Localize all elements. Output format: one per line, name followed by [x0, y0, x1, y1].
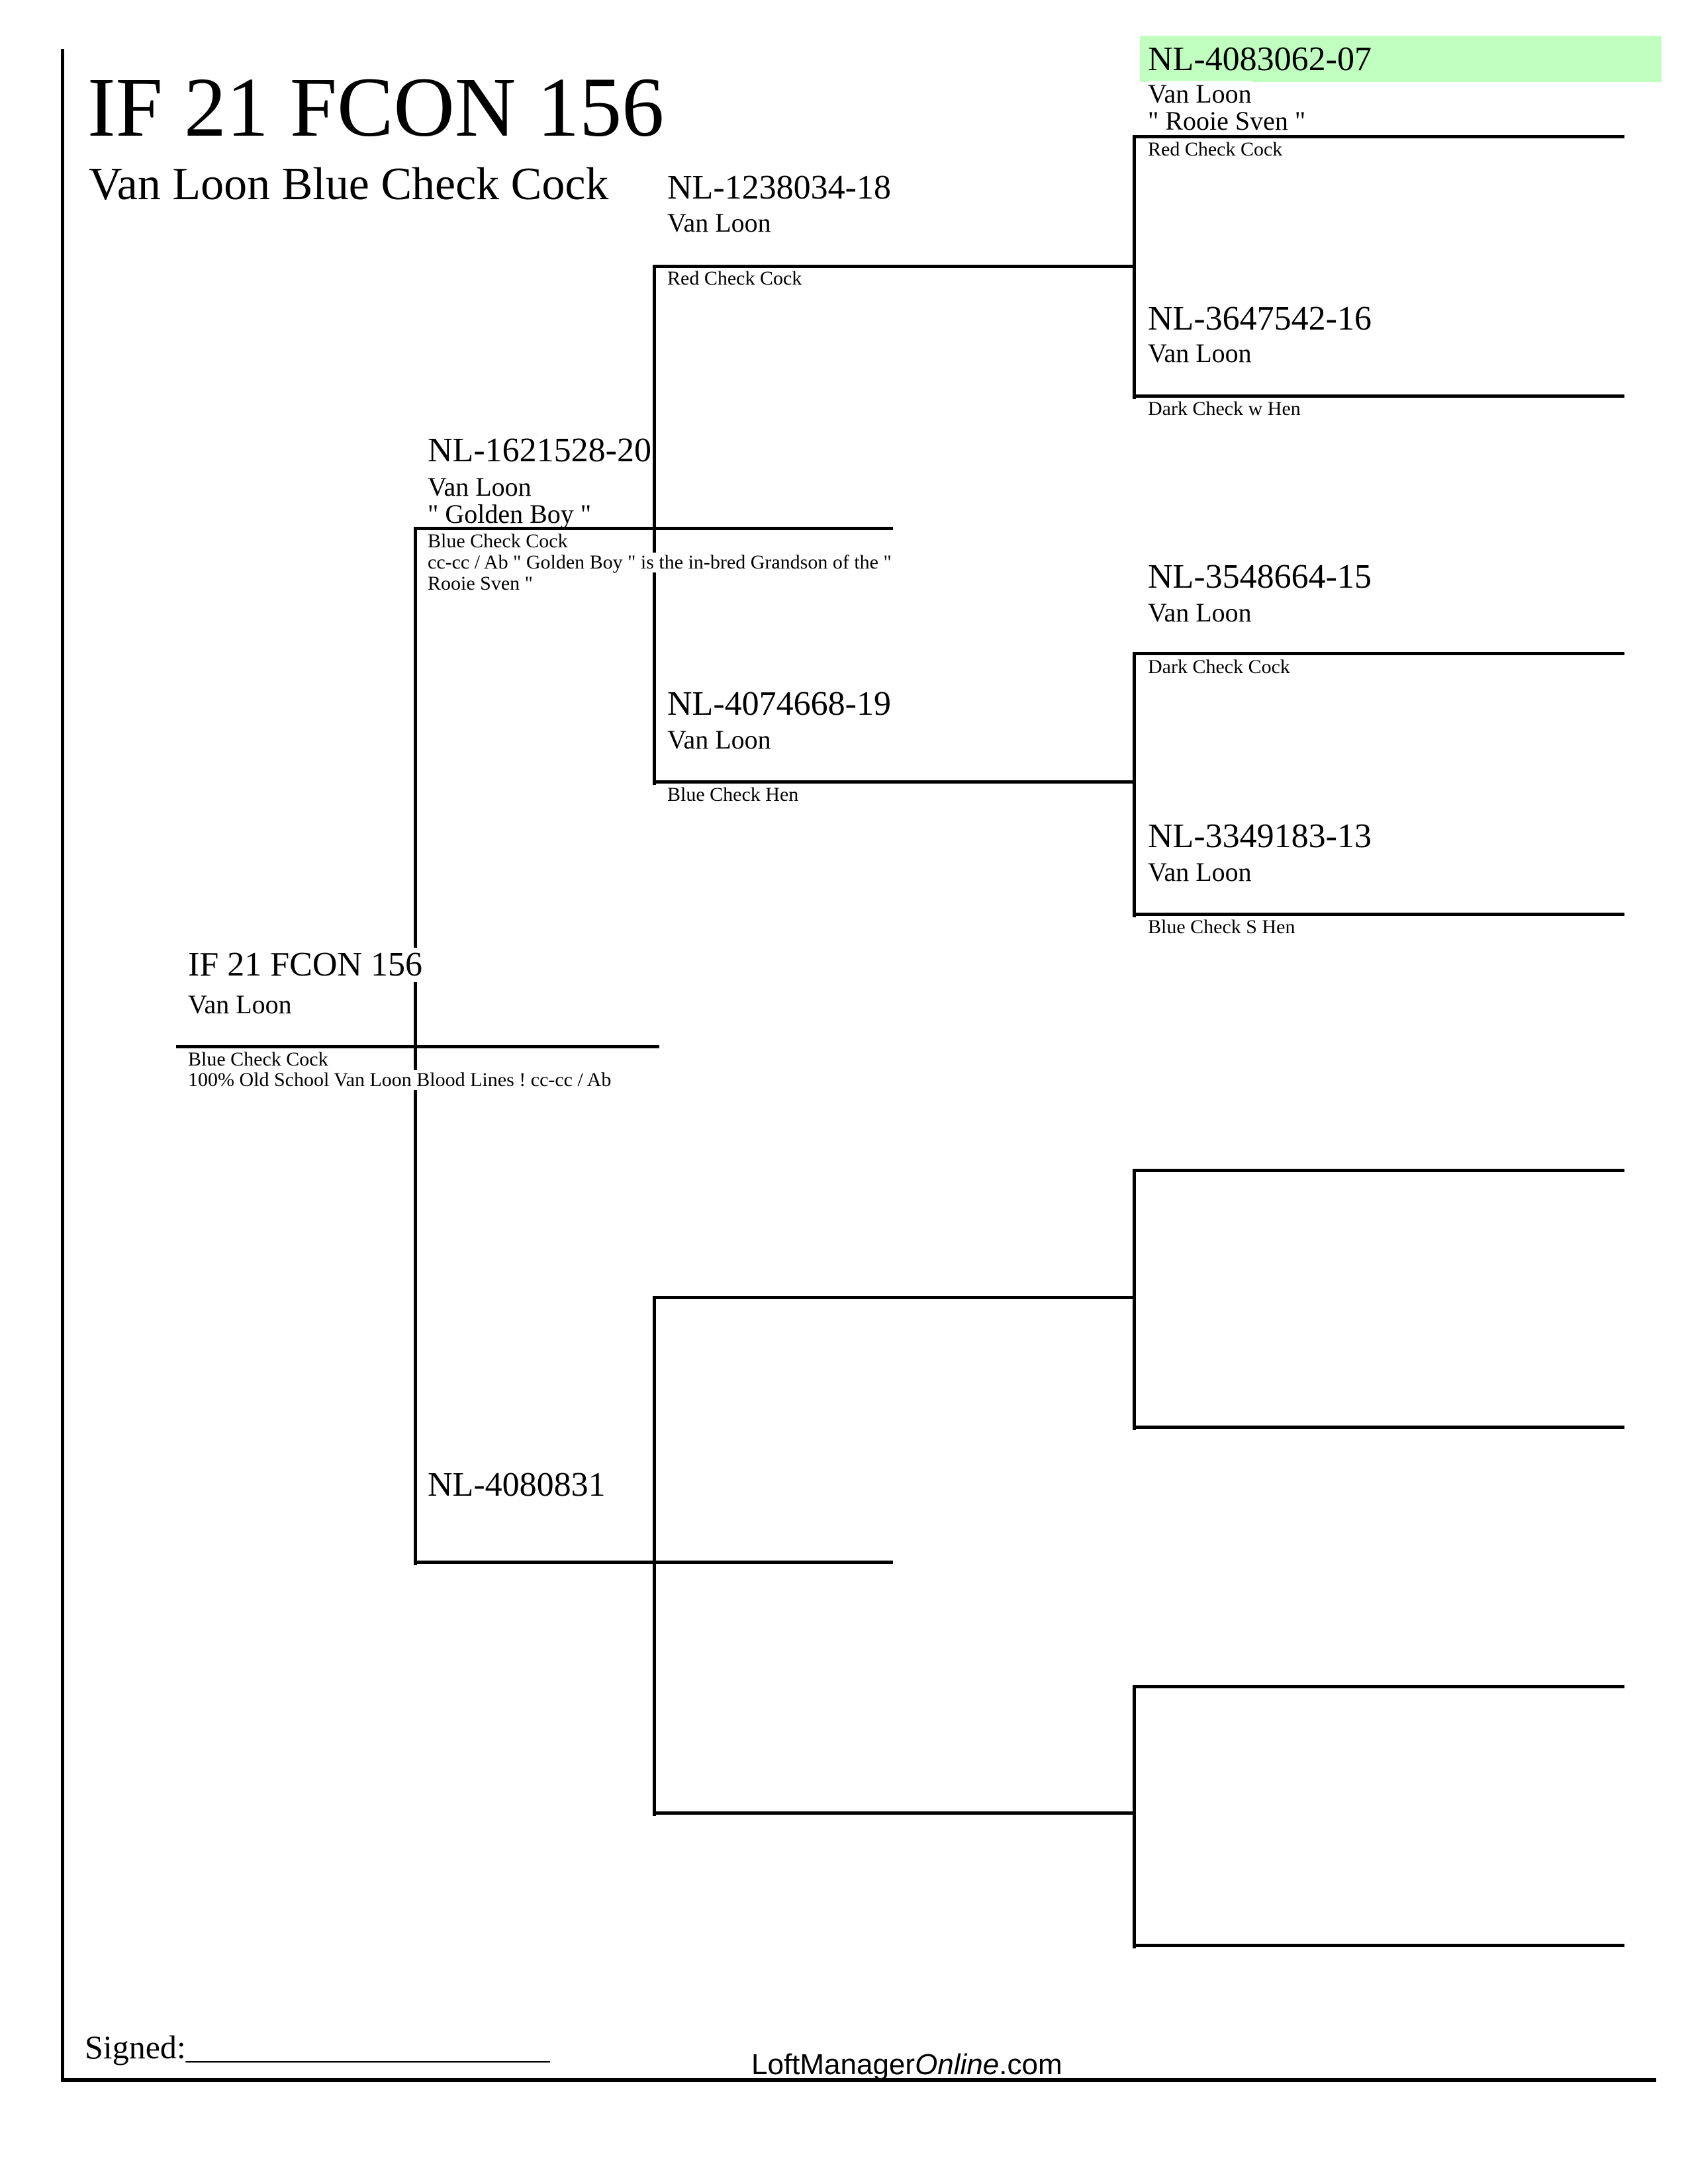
pigeon-color-sd: Blue Check Hen	[667, 784, 799, 805]
line-dam-dam	[653, 1811, 1136, 1815]
pigeon-ring-ssd[interactable]: NL-3647542-16	[1148, 300, 1372, 338]
page-subtitle: Van Loon Blue Check Cock	[89, 159, 609, 210]
pigeon-ring-subject[interactable]: IF 21 FCON 156	[188, 946, 422, 983]
line-gen3-3	[1133, 652, 1624, 655]
line-gen3-7	[1133, 1685, 1624, 1688]
page-bottom-border	[61, 2078, 1656, 2082]
pigeon-breeder-sds: Van Loon	[1148, 598, 1252, 627]
pigeon-notes-sire-1: cc-cc / Ab " Golden Boy " is the in-bred…	[428, 551, 892, 573]
site-brand-part3: .com	[999, 2048, 1062, 2081]
line-dam-sire	[653, 1296, 1136, 1299]
line-gen3-5	[1133, 1169, 1624, 1172]
line-subject	[176, 1045, 659, 1048]
pigeon-breeder-sire: Van Loon	[428, 472, 532, 502]
site-brand: LoftManagerOnline.com	[751, 2050, 1062, 2079]
pigeon-color-sds: Dark Check Cock	[1148, 656, 1290, 678]
line-sire-sire	[653, 265, 1136, 268]
pigeon-ring-ss[interactable]: NL-1238034-18	[667, 169, 891, 206]
line-gen3-2	[1133, 394, 1624, 398]
pigeon-color-sss: Red Check Cock	[1148, 138, 1283, 160]
pigeon-ring-sds[interactable]: NL-3548664-15	[1148, 558, 1372, 596]
connector-gen3-d	[1133, 1686, 1136, 1948]
pigeon-color-ss: Red Check Cock	[667, 267, 802, 289]
pigeon-breeder-ssd: Van Loon	[1148, 338, 1252, 368]
line-gen3-4	[1133, 913, 1624, 916]
signature-field[interactable]: Signed:______________________	[85, 2030, 550, 2064]
pigeon-ring-sdd[interactable]: NL-3349183-13	[1148, 817, 1372, 855]
pigeon-breeder-ss: Van Loon	[667, 208, 771, 238]
pigeon-breeder-subject: Van Loon	[188, 989, 292, 1019]
line-dam	[414, 1561, 893, 1564]
line-sire-dam	[653, 780, 1136, 784]
line-gen3-6	[1133, 1426, 1624, 1429]
line-gen3-8	[1133, 1944, 1624, 1947]
signed-blank: ______________________	[185, 2028, 550, 2066]
connector-gen3-b	[1133, 653, 1136, 917]
site-brand-part2: Online	[915, 2048, 1000, 2081]
connector-sire-parents	[653, 266, 656, 785]
pigeon-breeder-sss: Van Loon	[1148, 79, 1252, 109]
pigeon-notes-sire-2: Rooie Sven "	[428, 572, 533, 594]
site-brand-part1: LoftManager	[751, 2048, 915, 2081]
pigeon-color-sdd: Blue Check S Hen	[1148, 916, 1295, 938]
page-title: IF 21 FCON 156	[87, 60, 665, 154]
pigeon-ring-sss[interactable]: NL-4083062-07	[1148, 40, 1372, 78]
pigeon-name-sire: " Golden Boy "	[428, 499, 592, 529]
pigeon-ring-sd[interactable]: NL-4074668-19	[667, 685, 891, 723]
pigeon-ring-dam[interactable]: NL-4080831	[428, 1466, 606, 1504]
pigeon-color-subject: Blue Check Cock	[188, 1048, 328, 1070]
pigeon-ring-sire[interactable]: NL-1621528-20	[428, 432, 651, 469]
line-gen3-1	[1133, 135, 1624, 138]
pigeon-color-ssd: Dark Check w Hen	[1148, 398, 1301, 420]
line-sire	[414, 527, 893, 530]
highlight-box	[1140, 36, 1662, 82]
connector-gen3-c	[1133, 1170, 1136, 1430]
pigeon-color-sire: Blue Check Cock	[428, 530, 568, 552]
pigeon-breeder-sdd: Van Loon	[1148, 857, 1252, 887]
signed-label: Signed:	[85, 2028, 186, 2066]
page-left-border	[61, 49, 64, 2082]
pigeon-name-sss: " Rooie Sven "	[1148, 106, 1306, 136]
connector-dam-parents	[653, 1297, 656, 1816]
pigeon-notes-subject: 100% Old School Van Loon Blood Lines ! c…	[188, 1069, 612, 1091]
pigeon-breeder-sd: Van Loon	[667, 725, 771, 754]
